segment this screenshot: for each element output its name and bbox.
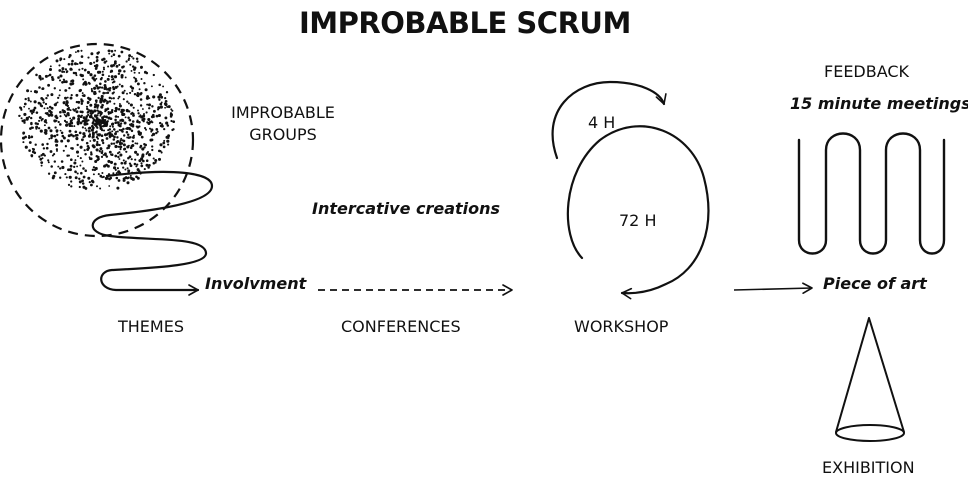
four-hour-cycle-arc xyxy=(551,80,667,160)
exhibition-cone xyxy=(835,317,905,433)
improbable-groups-dot-cloud xyxy=(18,49,176,190)
exhibition-cone-base xyxy=(835,424,905,442)
improbable-groups-boundary xyxy=(0,42,195,238)
seventy-two-hours-label: 72 H xyxy=(619,211,657,230)
workshop-to-art-arrow xyxy=(733,282,813,295)
page-title: IMPROBABLE SCRUM xyxy=(299,6,631,40)
workshop-label: WORKSHOP xyxy=(574,317,669,336)
four-hours-label: 4 H xyxy=(588,113,616,132)
involvement-label: Involvment xyxy=(205,274,307,293)
involvement-serpentine-line xyxy=(91,170,214,296)
improbable-groups-label-line2: GROUPS xyxy=(249,125,317,144)
seventy-two-hour-cycle-loop xyxy=(566,125,710,300)
themes-label: THEMES xyxy=(118,317,184,336)
interactive-creations-label: Intercative creations xyxy=(312,199,501,218)
conferences-label: CONFERENCES xyxy=(341,317,461,336)
exhibition-label: EXHIBITION xyxy=(822,458,915,477)
fifteen-minute-meetings-label: 15 minute meetings xyxy=(790,94,968,113)
piece-of-art-label: Piece of art xyxy=(823,274,927,293)
improbable-groups-label: IMPROBABLE GROUPS xyxy=(220,105,346,143)
feedback-label: FEEDBACK xyxy=(824,62,910,81)
improbable-groups-label-line1: IMPROBABLE xyxy=(231,103,335,122)
feedback-loops xyxy=(797,132,946,255)
